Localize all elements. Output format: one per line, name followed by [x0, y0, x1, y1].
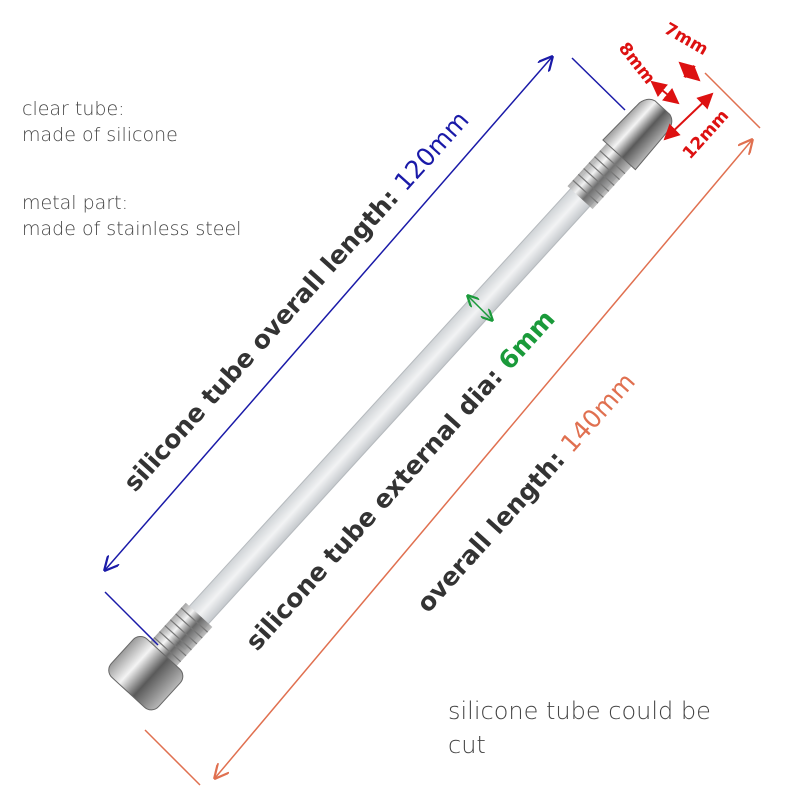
tip-8mm-label: 8mm: [614, 39, 659, 89]
orange-ext-line: [144, 729, 201, 786]
tip-7mm-arrow: [678, 61, 701, 82]
tip-12mm-arrow: [663, 92, 714, 141]
blue-ext-line: [571, 57, 626, 111]
tip-8mm-arrow: [650, 80, 680, 105]
clear-tube-title: clear tube:: [22, 98, 125, 120]
diameter-arrow: [468, 296, 492, 320]
overall-length-label: overall length: 140mm: [411, 367, 641, 618]
diameter-label: silicone tube external dia: 6mm: [240, 304, 561, 656]
metal-part-title: metal part:: [22, 192, 128, 214]
orange-ext-line: [704, 72, 761, 129]
silicone-tube: [165, 158, 618, 651]
overall-length-arrow: [215, 140, 752, 778]
tip-7mm-label: 7mm: [661, 19, 712, 60]
tip-12mm-label: 12mm: [679, 106, 733, 163]
blue-ext-line: [104, 591, 159, 646]
bottom-thread: [148, 602, 213, 668]
bottom-cap: [108, 636, 184, 711]
